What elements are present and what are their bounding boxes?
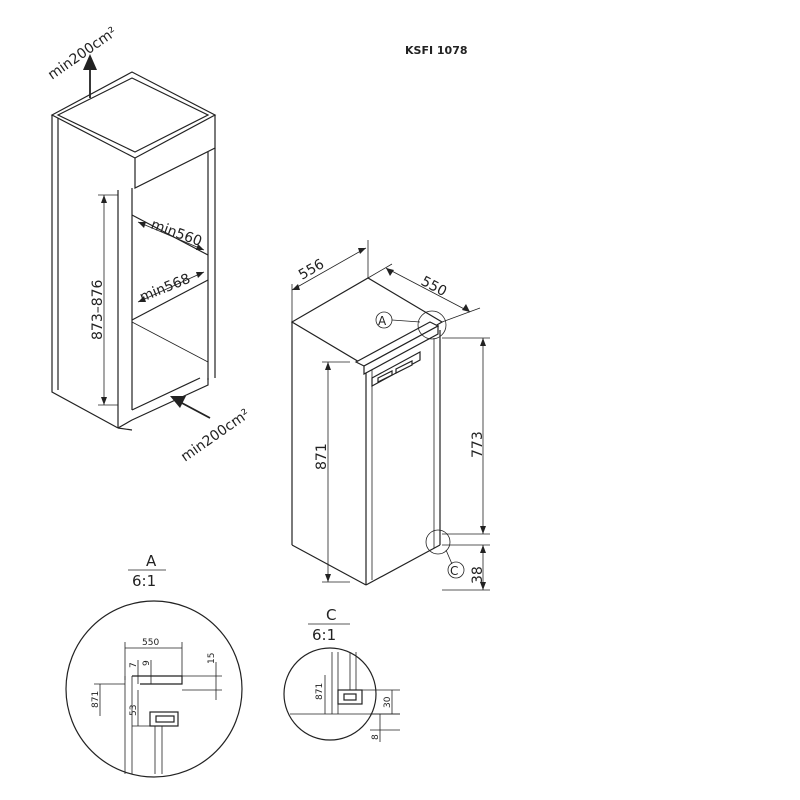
vent-bottom-arrow: min200cm² (170, 396, 253, 465)
niche-cabinet (50, 71, 217, 431)
marker-c-label: C (450, 564, 458, 578)
detail-a-dim-15: 15 (207, 653, 217, 664)
detail-c-dim-30: 30 (383, 696, 393, 708)
model-title: KSFI 1078 (405, 44, 468, 57)
detail-c-scale: 6:1 (312, 626, 336, 644)
marker-a-label: A (378, 314, 387, 328)
detail-c-dim-8: 8 (371, 734, 381, 740)
base-offset-label: 38 (470, 566, 486, 584)
marker-c: C (425, 529, 465, 579)
detail-a-dim-7: 7 (129, 662, 139, 668)
niche-height-label: 873–876 (90, 279, 106, 340)
width-dimension: 556 (291, 240, 369, 322)
detail-c-dim-871: 871 (315, 683, 325, 700)
detail-c-circle: 871 30 8 (283, 647, 400, 742)
width-label: 556 (296, 256, 327, 283)
detail-a-dim-550: 550 (142, 638, 159, 648)
marker-a: A (375, 310, 447, 340)
depth-label: 550 (418, 273, 449, 300)
door-height-label: 773 (470, 431, 486, 458)
niche-depth-upper-label: min560 (149, 217, 204, 250)
detail-a-label: A (146, 552, 157, 570)
niche-height-dimension: 873–876 (90, 194, 118, 406)
vent-top-label: min200cm² (45, 24, 120, 83)
height-label: 871 (314, 443, 330, 470)
door-height-dimension: 773 (442, 337, 490, 535)
appliance-body (290, 277, 444, 586)
detail-a-dim-53: 53 (129, 705, 139, 716)
detail-a-dim-871: 871 (91, 691, 101, 708)
niche-depth-upper: min560 (137, 217, 205, 251)
niche-depth-lower-label: min568 (138, 271, 193, 306)
detail-a-heading: A 6:1 (128, 552, 166, 590)
vent-top-arrow: min200cm² (45, 24, 120, 98)
detail-c-label: C (326, 606, 336, 624)
detail-a-scale: 6:1 (132, 572, 156, 590)
height-dimension: 871 (314, 361, 350, 583)
vent-bottom-label: min200cm² (178, 406, 253, 465)
detail-a-circle: 550 7 9 15 871 53 (65, 600, 243, 778)
detail-c-heading: C 6:1 (308, 606, 350, 644)
detail-a-dim-9: 9 (142, 660, 152, 666)
niche-depth-lower: min568 (138, 271, 205, 306)
